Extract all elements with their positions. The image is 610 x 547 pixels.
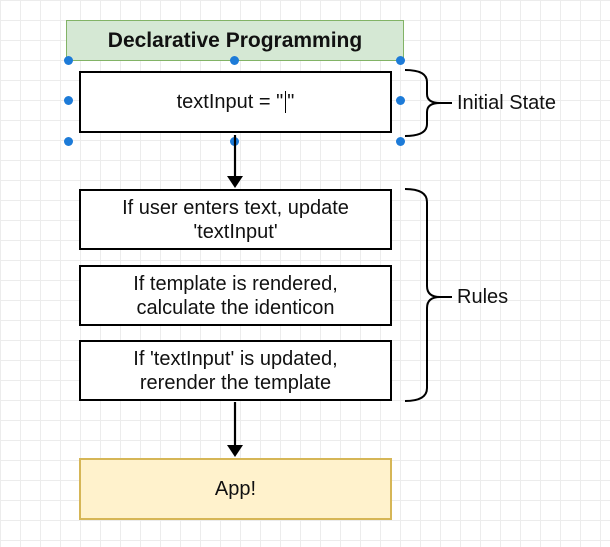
state-code-prefix: textInput = " xyxy=(176,91,284,113)
selection-handle-middle-left[interactable] xyxy=(64,96,73,105)
selection-handle-bottom-right[interactable] xyxy=(396,137,405,146)
rule-box-rerender-template[interactable]: If 'textInput' is updated, rerender the … xyxy=(79,340,392,401)
text-cursor xyxy=(285,91,287,113)
arrow-state-to-rules[interactable] xyxy=(227,135,243,188)
state-code-suffix: " xyxy=(287,91,295,113)
selection-handle-top-right[interactable] xyxy=(396,56,405,65)
rule-3-line-2: rerender the template xyxy=(139,371,332,394)
rule-1-line-1: If user enters text, update xyxy=(122,196,349,219)
app-label: App! xyxy=(214,478,257,500)
selection-handle-bottom-left[interactable] xyxy=(64,137,73,146)
selection-handle-top-center[interactable] xyxy=(230,56,239,65)
rule-box-update-text[interactable]: If user enters text, update 'textInput' xyxy=(79,189,392,250)
initial-state-label: Initial State xyxy=(457,92,556,114)
rule-2-line-2: calculate the identicon xyxy=(136,296,335,319)
rules-label: Rules xyxy=(457,286,509,308)
brace-rules[interactable] xyxy=(404,188,441,402)
selection-handle-middle-right[interactable] xyxy=(396,96,405,105)
app-box[interactable]: App! xyxy=(79,458,392,520)
brace-initial-state[interactable] xyxy=(404,69,441,137)
rule-2-line-1: If template is rendered, xyxy=(133,272,338,295)
title-box[interactable]: Declarative Programming xyxy=(66,20,404,61)
title-text: Declarative Programming xyxy=(107,28,363,52)
selection-handle-top-left[interactable] xyxy=(64,56,73,65)
arrow-rules-to-app[interactable] xyxy=(227,402,243,457)
rule-box-calculate-identicon[interactable]: If template is rendered, calculate the i… xyxy=(79,265,392,326)
rule-1-line-2: 'textInput' xyxy=(193,220,278,243)
initial-state-box[interactable]: textInput = "" xyxy=(79,71,392,133)
rule-3-line-1: If 'textInput' is updated, xyxy=(133,347,338,370)
